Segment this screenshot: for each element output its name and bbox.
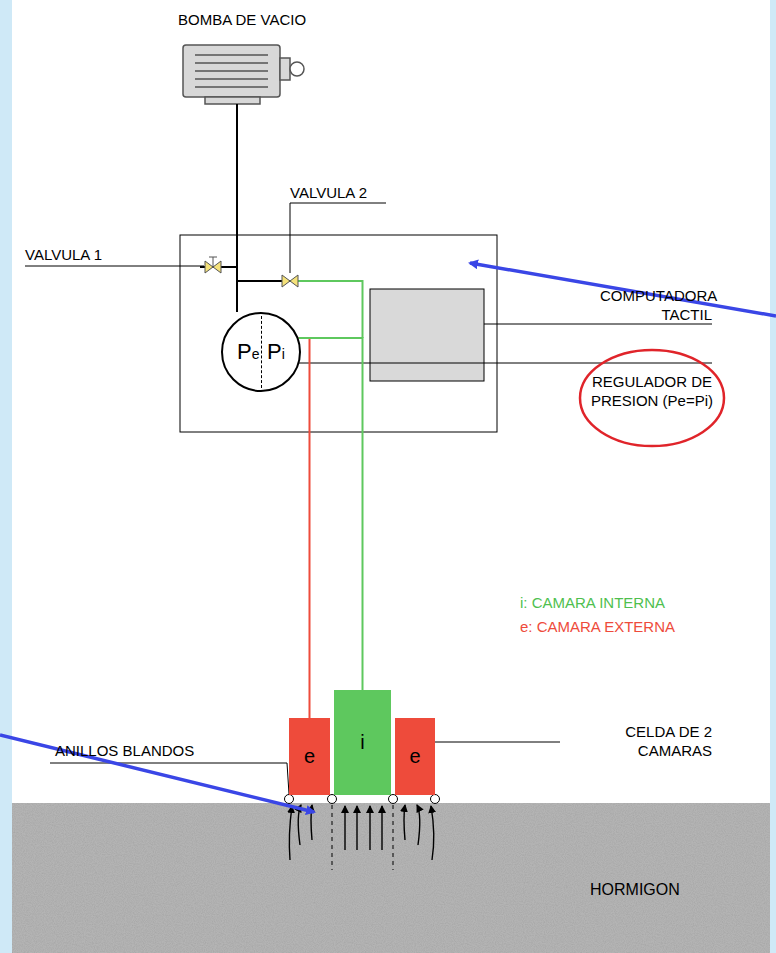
- material-label: HORMIGON: [590, 881, 680, 899]
- valve-label: VALVULA 1: [25, 245, 175, 264]
- rings-label: ANILLOS BLANDOS: [55, 741, 275, 760]
- inner-chamber: i: [334, 690, 391, 795]
- chamber-letter: i: [360, 731, 364, 754]
- leader-lines: [25, 203, 712, 794]
- computer-label: COMPUTADORA TACTIL: [600, 286, 712, 324]
- legend-text: i: CAMARA INTERNA: [520, 593, 740, 612]
- soft-rings: [285, 795, 440, 804]
- valve-label: VALVULA 2: [290, 183, 400, 202]
- outer-chamber: e: [289, 718, 330, 795]
- outer-chamber: e: [395, 718, 435, 795]
- pressure-symbol: Pe: [237, 341, 259, 363]
- control-panel: [180, 235, 497, 432]
- pump-label: BOMBA DE VACIO: [178, 10, 378, 29]
- chamber-letter: e: [409, 745, 420, 768]
- flow-arrows: [289, 805, 433, 860]
- green-hose: [299, 338, 363, 690]
- regulator-membrane: [261, 316, 262, 388]
- concrete-band: HORMIGON: [12, 803, 770, 953]
- chamber-letter: e: [304, 745, 315, 768]
- regulator-label: REGULADOR DE PRESION (Pe=Pi): [587, 372, 717, 410]
- pressure-regulator: Pe Pi: [221, 312, 301, 392]
- pointer-arrows: [0, 263, 776, 812]
- touch-computer: [370, 289, 484, 381]
- green-line: [290, 281, 363, 338]
- cell-label: CELDA DE 2 CAMARAS: [600, 722, 712, 760]
- valve-symbol: [205, 257, 298, 287]
- vacuum-lines: [200, 104, 290, 312]
- vacuum-pump: [183, 45, 304, 104]
- concrete-ground: [12, 803, 770, 953]
- red-hose: [299, 338, 310, 718]
- highlight-ellipse: [580, 350, 724, 446]
- chamber-boundaries: [332, 805, 393, 870]
- pressure-symbol: Pi: [267, 341, 285, 363]
- legend-text: e: CAMARA EXTERNA: [520, 617, 740, 636]
